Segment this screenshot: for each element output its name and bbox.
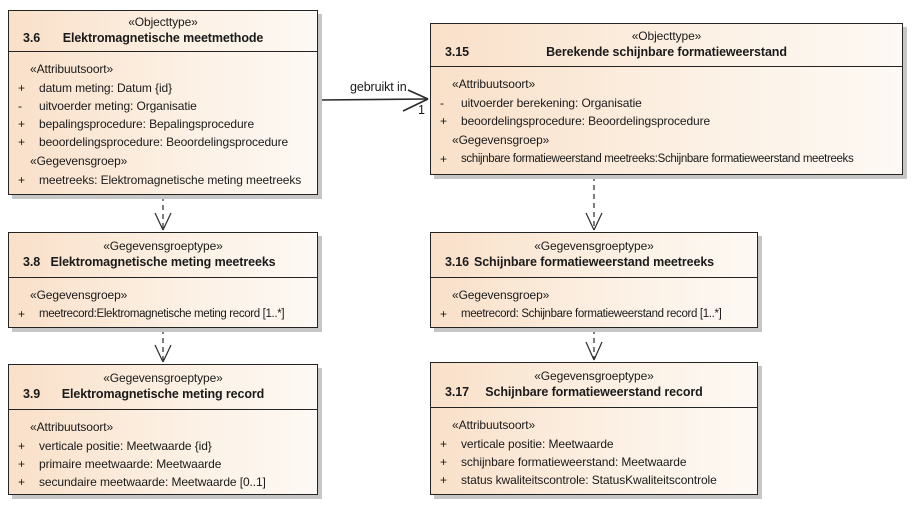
class-body: «Gegevensgroep» + meetrecord: Schijnbare… — [431, 278, 757, 326]
attribute-row: + secundaire meetwaarde: Meetwaarde [0..… — [13, 473, 313, 491]
attribute-text: primaire meetwaarde: Meetwaarde — [39, 457, 222, 471]
visibility-symbol: + — [18, 475, 25, 489]
class-box-3-17[interactable]: «Gegevensgroeptype» 3.17 Schijnbare form… — [430, 362, 758, 495]
class-name: Elektromagnetische meting record — [61, 387, 265, 401]
class-header: «Objecttype» 3.15 Berekende schijnbare f… — [431, 24, 902, 67]
visibility-symbol: + — [18, 439, 25, 453]
attribute-text: beoordelingsprocedure: Beoordelingsproce… — [461, 114, 711, 128]
attribute-row: + schijnbare formatieweerstand meetreeks… — [435, 150, 898, 168]
group-stereotype: «Gegevensgroep» — [30, 288, 128, 302]
class-header: «Gegevensgroeptype» 3.8 Elektromagnetisc… — [9, 233, 317, 278]
group-stereotype: «Gegevensgroep» — [30, 154, 128, 168]
attribute-row: + meetrecord:Elektromagnetische meting r… — [13, 305, 313, 323]
dependency-arrow-3-8-to-3-9[interactable] — [154, 329, 172, 363]
attribute-text: verticale positie: Meetwaarde — [461, 437, 614, 451]
visibility-symbol: + — [440, 473, 447, 487]
attribute-row: + primaire meetwaarde: Meetwaarde — [13, 455, 313, 473]
class-number: 3.9 — [23, 387, 41, 401]
attribute-text: beoordelingsprocedure: Beoordelingsproce… — [39, 135, 289, 149]
class-body: «Attribuutsoort» + verticale positie: Me… — [9, 410, 317, 494]
attribute-text: bepalingsprocedure: Bepalingsprocedure — [39, 117, 255, 131]
class-box-3-16[interactable]: «Gegevensgroeptype» 3.16 Schijnbare form… — [430, 232, 758, 328]
visibility-symbol: + — [18, 173, 25, 187]
class-body: «Gegevensgroep» + meetrecord:Elektromagn… — [9, 278, 317, 326]
class-number: 3.15 — [445, 45, 469, 59]
attribute-text: secundaire meetwaarde: Meetwaarde [0..1] — [39, 475, 266, 489]
stereotype-label: «Gegevensgroeptype» — [103, 371, 223, 385]
attribute-row: + meetrecord: Schijnbare formatieweersta… — [435, 305, 753, 323]
connector-label: gebruikt in — [350, 80, 407, 94]
group-stereotype: «Attribuutsoort» — [452, 418, 536, 432]
group-stereotype: «Gegevensgroep» — [452, 288, 550, 302]
class-name: Berekende schijnbare formatieweerstand — [546, 45, 787, 59]
attribute-text: uitvoerder berekening: Organisatie — [461, 96, 642, 110]
class-body: «Attribuutsoort» + verticale positie: Me… — [431, 408, 757, 492]
attribute-row: - uitvoerder meting: Organisatie — [13, 97, 313, 115]
attribute-row: + bepalingsprocedure: Bepalingsprocedure — [13, 115, 313, 133]
visibility-symbol: - — [18, 99, 22, 113]
attribute-row: + status kwaliteitscontrole: StatusKwali… — [435, 471, 753, 489]
visibility-symbol: + — [440, 455, 447, 469]
stereotype-label: «Gegevensgroeptype» — [534, 239, 654, 253]
attribute-text: verticale positie: Meetwaarde {id} — [39, 439, 212, 453]
class-name: Schijnbare formatieweerstand record — [485, 385, 703, 399]
attribute-row: + datum meting: Datum {id} — [13, 79, 313, 97]
class-header: «Gegevensgroeptype» 3.9 Elektromagnetisc… — [9, 365, 317, 410]
attribute-text: datum meting: Datum {id} — [39, 81, 173, 95]
visibility-symbol: + — [18, 457, 25, 471]
attribute-text: schijnbare formatieweerstand: Meetwaarde — [461, 455, 687, 469]
attribute-row: - uitvoerder berekening: Organisatie — [435, 94, 898, 112]
class-box-3-15[interactable]: «Objecttype» 3.15 Berekende schijnbare f… — [430, 23, 903, 175]
attribute-row: + schijnbare formatieweerstand: Meetwaar… — [435, 453, 753, 471]
attribute-row: + verticale positie: Meetwaarde — [435, 435, 753, 453]
attribute-text: status kwaliteitscontrole: StatusKwalite… — [461, 473, 717, 487]
group-stereotype: «Attribuutsoort» — [30, 420, 114, 434]
dependency-arrow-3-6-to-3-8[interactable] — [154, 196, 172, 231]
stereotype-label: «Gegevensgroeptype» — [103, 239, 223, 253]
class-box-3-9[interactable]: «Gegevensgroeptype» 3.9 Elektromagnetisc… — [8, 364, 318, 495]
dependency-arrow-3-15-to-3-16[interactable] — [585, 176, 603, 231]
class-body: «Attribuutsoort» - uitvoerder berekening… — [431, 67, 902, 171]
attribute-text: meetrecord:Elektromagnetische meting rec… — [39, 308, 285, 320]
class-header: «Gegevensgroeptype» 3.17 Schijnbare form… — [431, 363, 757, 408]
dependency-arrow-3-16-to-3-17[interactable] — [585, 329, 603, 361]
class-name: Schijnbare formatieweerstand meetreeks — [473, 255, 715, 269]
attribute-row: + meetreeks: Elektromagnetische meting m… — [13, 171, 313, 189]
visibility-symbol: + — [440, 114, 447, 128]
stereotype-label: «Objecttype» — [128, 15, 198, 29]
class-number: 3.16 — [445, 255, 469, 269]
attribute-text: meetrecord: Schijnbare formatieweerstand… — [461, 308, 722, 320]
visibility-symbol: + — [18, 81, 25, 95]
group-stereotype: «Attribuutsoort» — [452, 77, 536, 91]
visibility-symbol: + — [18, 117, 25, 131]
visibility-symbol: + — [440, 307, 447, 321]
group-stereotype: «Attribuutsoort» — [30, 62, 114, 76]
visibility-symbol: + — [18, 135, 25, 149]
class-name: Elektromagnetische meetmethode — [62, 31, 264, 45]
class-name: Elektromagnetische meting meetreeks — [50, 255, 276, 269]
attribute-text: schijnbare formatieweerstand meetreeks:S… — [461, 153, 854, 165]
attribute-text: meetreeks: Elektromagnetische meting mee… — [39, 173, 302, 187]
class-box-3-6[interactable]: «Objecttype» 3.6 Elektromagnetische meet… — [8, 10, 318, 195]
class-number: 3.17 — [445, 385, 469, 399]
stereotype-label: «Gegevensgroeptype» — [534, 369, 654, 383]
attribute-row: + beoordelingsprocedure: Beoordelingspro… — [435, 112, 898, 130]
class-box-3-8[interactable]: «Gegevensgroeptype» 3.8 Elektromagnetisc… — [8, 232, 318, 328]
visibility-symbol: + — [440, 437, 447, 451]
visibility-symbol: + — [18, 307, 25, 321]
visibility-symbol: + — [440, 152, 447, 166]
class-number: 3.6 — [23, 31, 41, 45]
class-number: 3.8 — [23, 255, 41, 269]
visibility-symbol: - — [440, 96, 444, 110]
attribute-text: uitvoerder meting: Organisatie — [39, 99, 197, 113]
class-header: «Objecttype» 3.6 Elektromagnetische meet… — [9, 11, 317, 52]
attribute-row: + verticale positie: Meetwaarde {id} — [13, 437, 313, 455]
group-stereotype: «Gegevensgroep» — [452, 133, 550, 147]
class-body: «Attribuutsoort» + datum meting: Datum {… — [9, 52, 317, 192]
stereotype-label: «Objecttype» — [631, 29, 702, 43]
connector-multiplicity: 1 — [418, 103, 425, 117]
class-header: «Gegevensgroeptype» 3.16 Schijnbare form… — [431, 233, 757, 278]
attribute-row: + beoordelingsprocedure: Beoordelingspro… — [13, 133, 313, 151]
